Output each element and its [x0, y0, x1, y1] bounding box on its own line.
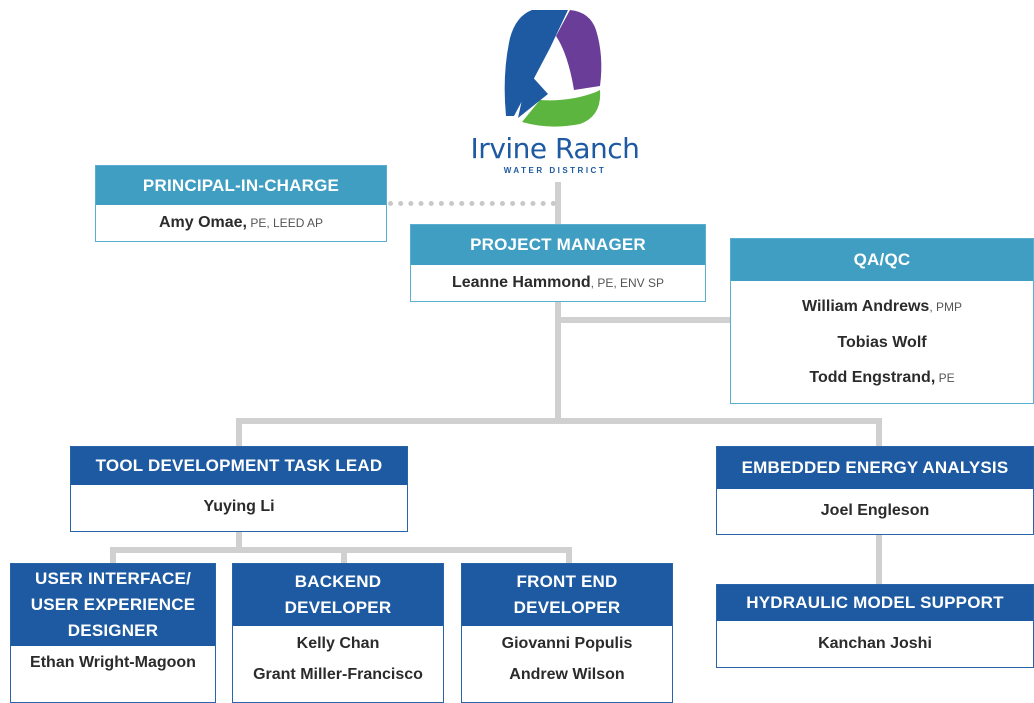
tool-lead-name: Yuying Li	[203, 498, 275, 515]
backend-developer-title: BACKEND DEVELOPER	[233, 564, 443, 626]
principal-dotted-line	[388, 201, 556, 206]
backend-drop-line	[341, 547, 347, 563]
tool-lead-title: TOOL DEVELOPMENT TASK LEAD	[71, 447, 407, 485]
title-line: FRONT END	[516, 572, 618, 591]
logo-to-pm-line	[555, 182, 561, 224]
irvine-ranch-logo: Irvine Ranch WATER DISTRICT	[470, 4, 640, 182]
hydraulic-support-box: HYDRAULIC MODEL SUPPORT Kanchan Joshi	[716, 584, 1034, 668]
qaqc-member-name: Todd Engstrand,	[809, 369, 936, 386]
qaqc-member-credentials: , PMP	[929, 300, 962, 314]
frontend-developer-name: Giovanni Populis	[501, 635, 633, 652]
tool-lead-box: TOOL DEVELOPMENT TASK LEAD Yuying Li	[70, 446, 408, 532]
frontend-developer-title: FRONT END DEVELOPER	[462, 564, 672, 626]
title-line: DEVELOPER	[513, 598, 621, 617]
qaqc-box: QA/QC William Andrews, PMP Tobias Wolf T…	[730, 238, 1034, 404]
energy-drop-line	[876, 418, 882, 448]
title-line: USER INTERFACE/	[34, 569, 192, 588]
principal-title: PRINCIPAL-IN-CHARGE	[96, 166, 386, 205]
qaqc-member-credentials: PE	[935, 371, 955, 385]
hydraulic-support-name: Kanchan Joshi	[818, 635, 932, 652]
frontend-developer-name: Andrew Wilson	[509, 666, 625, 683]
project-manager-box: PROJECT MANAGER Leanne Hammond, PE, ENV …	[410, 224, 706, 302]
qaqc-member: Todd Engstrand, PE	[731, 360, 1033, 396]
title-line: DESIGNER	[67, 621, 159, 640]
qaqc-member: Tobias Wolf	[731, 325, 1033, 360]
logo-subtitle: WATER DISTRICT	[503, 166, 607, 175]
tool-lead-stem-line	[236, 531, 242, 553]
project-manager-name: Leanne Hammond	[451, 274, 591, 291]
hydraulic-support-title: HYDRAULIC MODEL SUPPORT	[717, 585, 1033, 621]
title-line: DEVELOPER	[284, 598, 392, 617]
uiux-designer-name: Ethan Wright-Magoon	[30, 654, 196, 671]
frontend-developer-box: FRONT END DEVELOPER Giovanni Populis And…	[461, 563, 673, 703]
energy-analysis-name: Joel Engleson	[820, 502, 930, 519]
principal-in-charge-box: PRINCIPAL-IN-CHARGE Amy Omae, PE, LEED A…	[95, 165, 387, 242]
title-line: USER EXPERIENCE	[30, 595, 196, 614]
backend-developer-name: Grant Miller-Francisco	[253, 666, 423, 683]
qaqc-member: William Andrews, PMP	[731, 289, 1033, 325]
backend-developer-box: BACKEND DEVELOPER Kelly Chan Grant Mille…	[232, 563, 444, 703]
project-manager-person: Leanne Hammond, PE, ENV SP	[411, 265, 705, 301]
qaqc-link-line	[558, 317, 732, 323]
tool-lead-drop-line	[236, 418, 242, 448]
qaqc-member-name: William Andrews	[802, 298, 930, 315]
logo-name: Irvine Ranch	[470, 132, 640, 165]
uiux-drop-line	[110, 547, 116, 563]
uiux-designer-title: USER INTERFACE/ USER EXPERIENCE DESIGNER	[11, 564, 215, 646]
principal-name: Amy Omae,	[158, 214, 247, 231]
uiux-designer-box: USER INTERFACE/ USER EXPERIENCE DESIGNER…	[10, 563, 216, 703]
title-line: BACKEND	[294, 572, 382, 591]
energy-analysis-box: EMBEDDED ENERGY ANALYSIS Joel Engleson	[716, 446, 1034, 535]
energy-analysis-title: EMBEDDED ENERGY ANALYSIS	[717, 447, 1033, 489]
qaqc-member-name: Tobias Wolf	[837, 334, 927, 351]
energy-to-hydraulic-line	[876, 534, 882, 586]
backend-developer-name: Kelly Chan	[296, 635, 380, 652]
qaqc-title: QA/QC	[731, 239, 1033, 281]
logo-mark-icon	[504, 10, 602, 127]
frontend-drop-line	[566, 547, 572, 563]
main-branch-line	[236, 418, 882, 424]
project-manager-credentials: , PE, ENV SP	[590, 276, 665, 290]
principal-credentials: PE, LEED AP	[247, 216, 324, 230]
project-manager-title: PROJECT MANAGER	[411, 225, 705, 265]
principal-person: Amy Omae, PE, LEED AP	[96, 205, 386, 241]
pm-trunk-line	[555, 300, 561, 424]
